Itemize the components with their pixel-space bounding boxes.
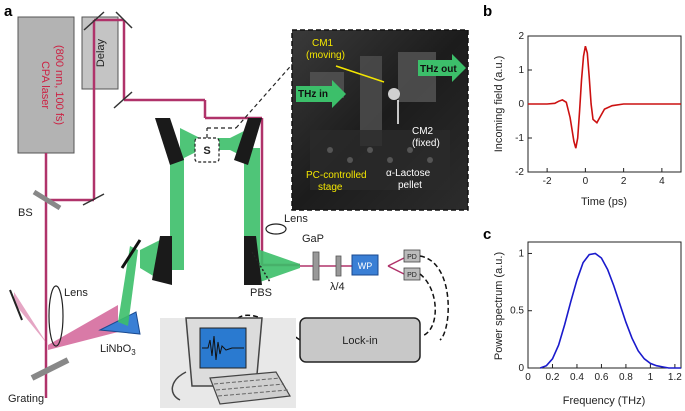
lens-left <box>48 285 64 347</box>
chart-c-ytick-label: 0 <box>518 363 524 374</box>
cm1-label: CM1 <box>312 38 334 49</box>
chart-b-xtick-label: 4 <box>659 176 665 187</box>
chart-c-xtick-label: 0.8 <box>619 372 633 383</box>
chart-b-xlabel: Time (ps) <box>581 196 627 208</box>
pbs-label: PBS <box>250 287 272 299</box>
chart-b-xtick-label: -2 <box>543 176 552 187</box>
pd1-cable <box>419 255 449 341</box>
chart-b-ytick-label: 2 <box>518 31 524 42</box>
lockin-label: Lock-in <box>342 335 377 347</box>
grating <box>30 357 70 381</box>
pulse-front-tilt-beam <box>48 305 118 350</box>
linbo3-crystal <box>98 311 141 335</box>
chart-b-series-line <box>528 45 681 149</box>
linbo3-label: LiNbO3 <box>100 343 136 357</box>
lens-left-label: Lens <box>64 287 88 299</box>
chart-b-xtick-label: 0 <box>583 176 589 187</box>
chart-c-xtick-label: 0.2 <box>546 372 560 383</box>
laser-spec: (800 nm, 100 fs) <box>53 45 65 125</box>
cm2-sub-label: (fixed) <box>412 138 440 149</box>
chart-c-xlabel: Frequency (THz) <box>563 395 646 407</box>
mirror-grating-left <box>9 289 23 321</box>
wollaston-prism <box>351 254 379 276</box>
gap-label: GaP <box>302 233 324 245</box>
parabolic-mirror-1 <box>155 118 184 165</box>
sample-connector-diag <box>235 59 297 129</box>
chart-b-ytick-label: -1 <box>515 133 524 144</box>
grating-input-beam <box>14 292 48 345</box>
chart-b-ytick-label: 0 <box>518 99 524 110</box>
pd2-label: PD <box>407 272 417 279</box>
pd2-cable <box>419 273 436 337</box>
setup-photo <box>291 29 469 211</box>
thz-out-arrow <box>418 54 466 82</box>
cm1-pointer <box>335 65 385 83</box>
chart-b: -2 0 2 4 -2 -1 0 1 2 <box>515 31 682 187</box>
chart-c: 0 0.2 0.4 0.6 0.8 1 1.2 0 0.5 1 <box>510 241 682 383</box>
panel-a-letter: a <box>4 3 13 20</box>
lens-right <box>265 223 287 235</box>
chart-c-xtick-label: 0.4 <box>570 372 584 383</box>
delay-box <box>81 16 119 90</box>
chart-c-ytick-label: 0.5 <box>510 306 524 317</box>
mirror-m1 <box>82 193 105 206</box>
laser-label: CPA laser <box>39 61 51 109</box>
thz-in-label: THz in <box>298 89 328 100</box>
quarter-wave-label: λ/4 <box>330 281 345 293</box>
cm2-label: CM2 <box>412 126 434 137</box>
lactose-label: α-Lactose <box>386 168 431 179</box>
chart-b-ytick-label: 1 <box>518 65 524 76</box>
stage-label: PC-controlled <box>306 170 367 181</box>
panel-b-letter: b <box>483 3 492 20</box>
thz-out-label: THz out <box>420 64 457 75</box>
flat-mirror <box>120 239 142 269</box>
thz-in-arrow <box>296 80 346 108</box>
chart-c-ytick-label: 1 <box>518 248 524 259</box>
chart-c-series-line <box>539 252 681 369</box>
sample-box <box>194 137 220 163</box>
panel-c-letter: c <box>483 226 491 243</box>
pd1-label: PD <box>407 254 417 261</box>
lactose-label-2: pellet <box>398 180 422 191</box>
chart-c-xtick-label: 1 <box>648 372 654 383</box>
mirror-m2 <box>113 91 133 109</box>
chart-c-frame <box>527 241 682 369</box>
grating-label: Grating <box>8 393 44 405</box>
parabolic-mirror-3 <box>152 236 172 285</box>
delay-mirror-2 <box>115 11 133 29</box>
chart-b-ylabel: Incoming field (a.u.) <box>493 56 505 153</box>
beam-splitter <box>32 189 62 211</box>
gap-crystal <box>312 251 320 281</box>
chart-c-xtick-label: 0.6 <box>594 372 608 383</box>
wp-label: WP <box>358 261 373 271</box>
chart-b-ytick-label: -2 <box>515 167 524 178</box>
cm1-sub-label: (moving) <box>306 50 345 61</box>
delay-mirror-1 <box>83 11 105 31</box>
quarter-wave-plate <box>335 255 342 277</box>
chart-c-xtick-label: 0 <box>525 372 531 383</box>
computer-icon <box>160 317 296 408</box>
bs-label: BS <box>18 207 33 219</box>
parabolic-mirror-4 <box>244 236 262 285</box>
chart-c-ylabel: Power spectrum (a.u.) <box>493 252 505 360</box>
delay-label: Delay <box>95 38 107 67</box>
pbs-pellicle <box>251 251 271 283</box>
sample-label: S <box>203 145 210 157</box>
parabolic-mirror-2 <box>234 118 262 165</box>
chart-b-xtick-label: 2 <box>621 176 627 187</box>
chart-c-xtick-label: 1.2 <box>668 372 682 383</box>
stage-label-2: stage <box>318 182 343 193</box>
lockin-box <box>299 317 421 363</box>
lens-right-label: Lens <box>284 213 308 225</box>
photodiode-1 <box>403 249 421 263</box>
cpa-laser-box <box>17 16 75 154</box>
